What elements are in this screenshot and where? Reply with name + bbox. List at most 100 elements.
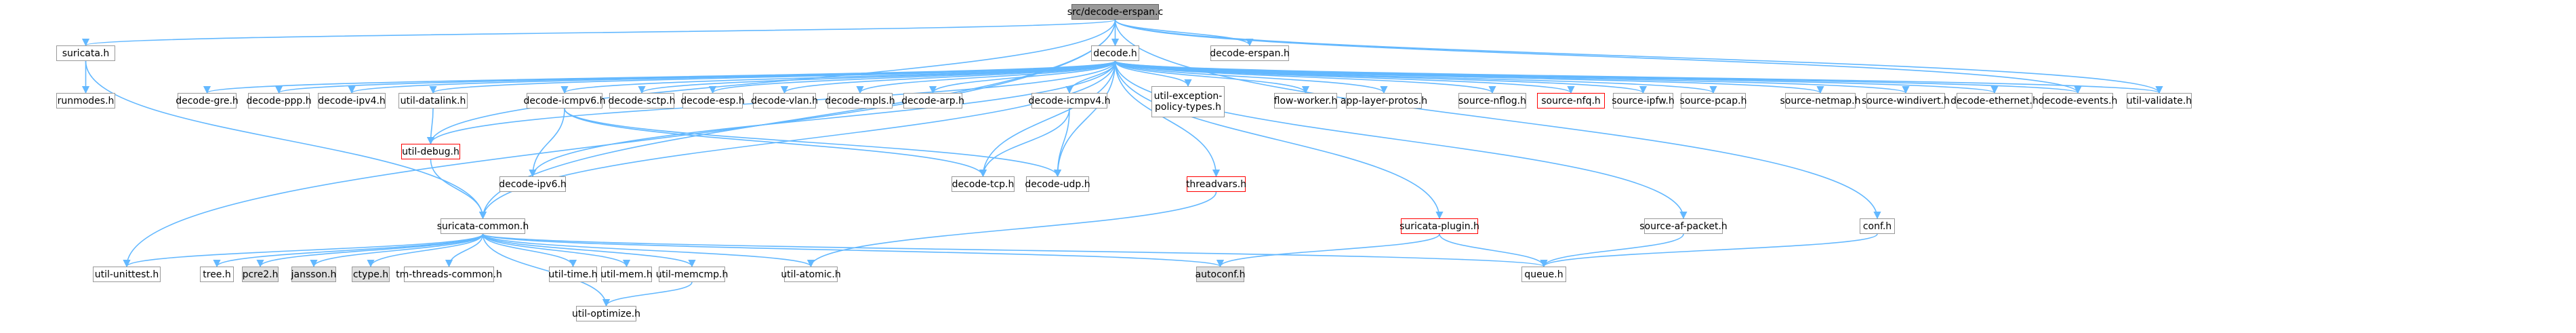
edge-decode_h-to-decode_arp	[929, 60, 1116, 94]
edge-decode_h-to-src_nflog	[1114, 60, 1496, 94]
edge-decode_h-to-src_windivert	[1114, 60, 1910, 94]
node-root: src/decode-erspan.c	[1067, 4, 1163, 20]
edge-decode_h-to-decode_esp	[709, 60, 1116, 94]
edge-root-to-util_validate	[1114, 19, 2163, 94]
node-decode-esp[interactable]: decode-esp.h	[680, 93, 745, 109]
node-flow-worker[interactable]: flow-worker.h	[1274, 93, 1337, 109]
edge-suricata_plugin-to-queue_h	[1439, 233, 1548, 268]
edge-decode_h-to-decode_events	[1114, 60, 2081, 94]
edge-decode_h-to-util_datalink	[429, 60, 1116, 94]
node-decode-ipv6[interactable]: decode-ipv6.h	[499, 176, 567, 192]
node-util-datalink[interactable]: util-datalink.h	[398, 93, 468, 109]
node-util-unittest[interactable]: util-unittest.h	[93, 267, 161, 282]
edge-suricata_common-to-util_unittest	[123, 233, 484, 268]
edge-decode_icmpv6-to-decode_ipv6	[529, 108, 565, 178]
node-app-layer[interactable]: app-layer-protos.h	[1341, 93, 1427, 109]
edge-suricata_common-to-autoconf_h	[482, 233, 1224, 268]
node-decode-udp[interactable]: decode-udp.h	[1025, 176, 1090, 192]
node-util-memcmp[interactable]: util-memcmp.h	[656, 267, 728, 282]
node-src-nfq[interactable]: source-nfq.h	[1537, 93, 1605, 109]
edge-decode_h-to-decode_mpls	[856, 60, 1116, 94]
node-jansson-h: jansson.h	[291, 267, 336, 282]
edge-root-to-conf_h	[1114, 19, 1881, 220]
edge-decode_h-to-util_exc	[1114, 60, 1192, 87]
node-conf-h[interactable]: conf.h	[1860, 218, 1895, 234]
node-decode-arp[interactable]: decode-arp.h	[901, 93, 964, 109]
edge-suricata_common-to-util_atomic	[482, 233, 815, 268]
edge-decode_h-to-decode_ipv4	[348, 60, 1116, 94]
node-util-validate[interactable]: util-validate.h	[2127, 93, 2192, 109]
node-decode-h[interactable]: decode.h	[1091, 45, 1139, 61]
node-decode-eth[interactable]: decode-ethernet.h	[1950, 93, 2039, 109]
node-runmodes-h[interactable]: runmodes.h	[56, 93, 115, 109]
node-decode-tcp[interactable]: decode-tcp.h	[952, 176, 1015, 192]
node-util-atomic[interactable]: util-atomic.h	[781, 267, 841, 282]
node-decode-vlan[interactable]: decode-vlan.h	[751, 93, 818, 109]
edge-decode_h-to-src_afpacket	[1114, 60, 1688, 220]
edge-suricata_common-to-pcre2_h	[256, 233, 484, 268]
node-suricata-common[interactable]: suricata-common.h	[437, 218, 529, 234]
node-suricata-plugin[interactable]: suricata-plugin.h	[1399, 218, 1479, 234]
node-autoconf-h: autoconf.h	[1195, 267, 1245, 282]
node-decode-ppp[interactable]: decode-ppp.h	[246, 93, 312, 109]
edge-decode_h-to-util_validate	[1114, 60, 2163, 94]
edge-threadvars-to-util_atomic	[807, 191, 1217, 268]
edge-suricata_common-to-queue_h	[482, 233, 1547, 268]
edge-suricata_common-to-tree_h	[213, 233, 484, 268]
node-src-ipfw[interactable]: source-ipfw.h	[1612, 93, 1675, 109]
node-util-optimize[interactable]: util-optimize.h	[572, 306, 640, 321]
node-src-pcap[interactable]: source-pcap.h	[1680, 93, 1746, 109]
edge-decode_icmpv6-to-decode_udp	[564, 108, 1061, 178]
node-decode-sctp[interactable]: decode-sctp.h	[609, 93, 676, 109]
edge-decode_h-to-decode_vlan	[781, 60, 1116, 94]
edge-decode_h-to-suricata_plugin	[1114, 60, 1444, 220]
edge-suricata_h-to-suricata_common	[85, 60, 487, 220]
node-decode-erspan-h[interactable]: decode-erspan.h	[1210, 45, 1290, 61]
node-src-nflog[interactable]: source-nflog.h	[1458, 93, 1526, 109]
edge-root-to-suricata_common	[478, 19, 1116, 220]
node-decode-icmpv4[interactable]: decode-icmpv4.h	[1029, 93, 1110, 109]
edge-decode_h-to-flow_worker	[1114, 60, 1309, 94]
edge-suricata_common-to-ctype_h	[367, 233, 484, 268]
node-util-exc[interactable]: util-exception-policy-types.h	[1151, 86, 1225, 117]
edge-suricata_common-to-tm_threads	[445, 233, 484, 268]
edge-suricata_common-to-util_mem	[482, 233, 631, 268]
node-suricata-h[interactable]: suricata.h	[56, 45, 115, 61]
edge-util_debug-to-suricata_common	[430, 159, 487, 220]
edge-conf_h-to-queue_h	[1540, 233, 1878, 268]
node-util-mem[interactable]: util-mem.h	[600, 267, 653, 282]
edge-decode_h-to-threadvars	[1114, 60, 1221, 178]
node-src-afpacket[interactable]: source-af-packet.h	[1639, 218, 1727, 234]
edge-decode_icmpv4-to-decode_udp	[1053, 108, 1070, 178]
edge-src_afpacket-to-queue_h	[1540, 233, 1684, 268]
edge-decode_h-to-app_layer	[1114, 60, 1388, 94]
node-queue-h[interactable]: queue.h	[1521, 267, 1566, 282]
node-decode-events[interactable]: decode-events.h	[2039, 93, 2117, 109]
edge-root-to-decode_erspan_h	[1114, 19, 1254, 47]
edge-decode_icmpv4-to-decode_tcp	[979, 108, 1070, 178]
edge-suricata_common-to-util_memcmp	[482, 233, 696, 268]
node-threadvars[interactable]: threadvars.h	[1186, 176, 1246, 192]
node-decode-icmpv6[interactable]: decode-icmpv6.h	[524, 93, 605, 109]
edge-root-to-suricata_h	[82, 19, 1116, 47]
edge-suricata_plugin-to-autoconf_h	[1217, 233, 1440, 268]
edge-decode_icmpv6-to-decode_tcp	[564, 108, 987, 178]
node-decode-gre[interactable]: decode-gre.h	[176, 93, 239, 109]
edge-suricata_common-to-util_optimize	[482, 233, 611, 307]
edge-root-to-util_debug	[427, 19, 1116, 145]
edge-util_memcmp-to-util_optimize	[602, 281, 693, 307]
edge-decode_h-to-decode_udp	[1053, 60, 1116, 178]
node-tree-h[interactable]: tree.h	[200, 267, 234, 282]
node-decode-mpls[interactable]: decode-mpls.h	[825, 93, 895, 109]
node-ctype-h: ctype.h	[352, 267, 390, 282]
node-decode-ipv4[interactable]: decode-ipv4.h	[318, 93, 386, 109]
node-src-netmap[interactable]: source-netmap.h	[1780, 93, 1860, 109]
node-util-debug[interactable]: util-debug.h	[401, 144, 460, 159]
node-tm-threads[interactable]: tm-threads-common.h	[396, 267, 502, 282]
node-util-time[interactable]: util-time.h	[548, 267, 598, 282]
node-src-windivert[interactable]: source-windivert.h	[1862, 93, 1950, 109]
edge-suricata_common-to-jansson_h	[310, 233, 484, 268]
edge-decode_h-to-decode_tcp	[979, 60, 1116, 178]
node-pcre2-h: pcre2.h	[242, 267, 279, 282]
